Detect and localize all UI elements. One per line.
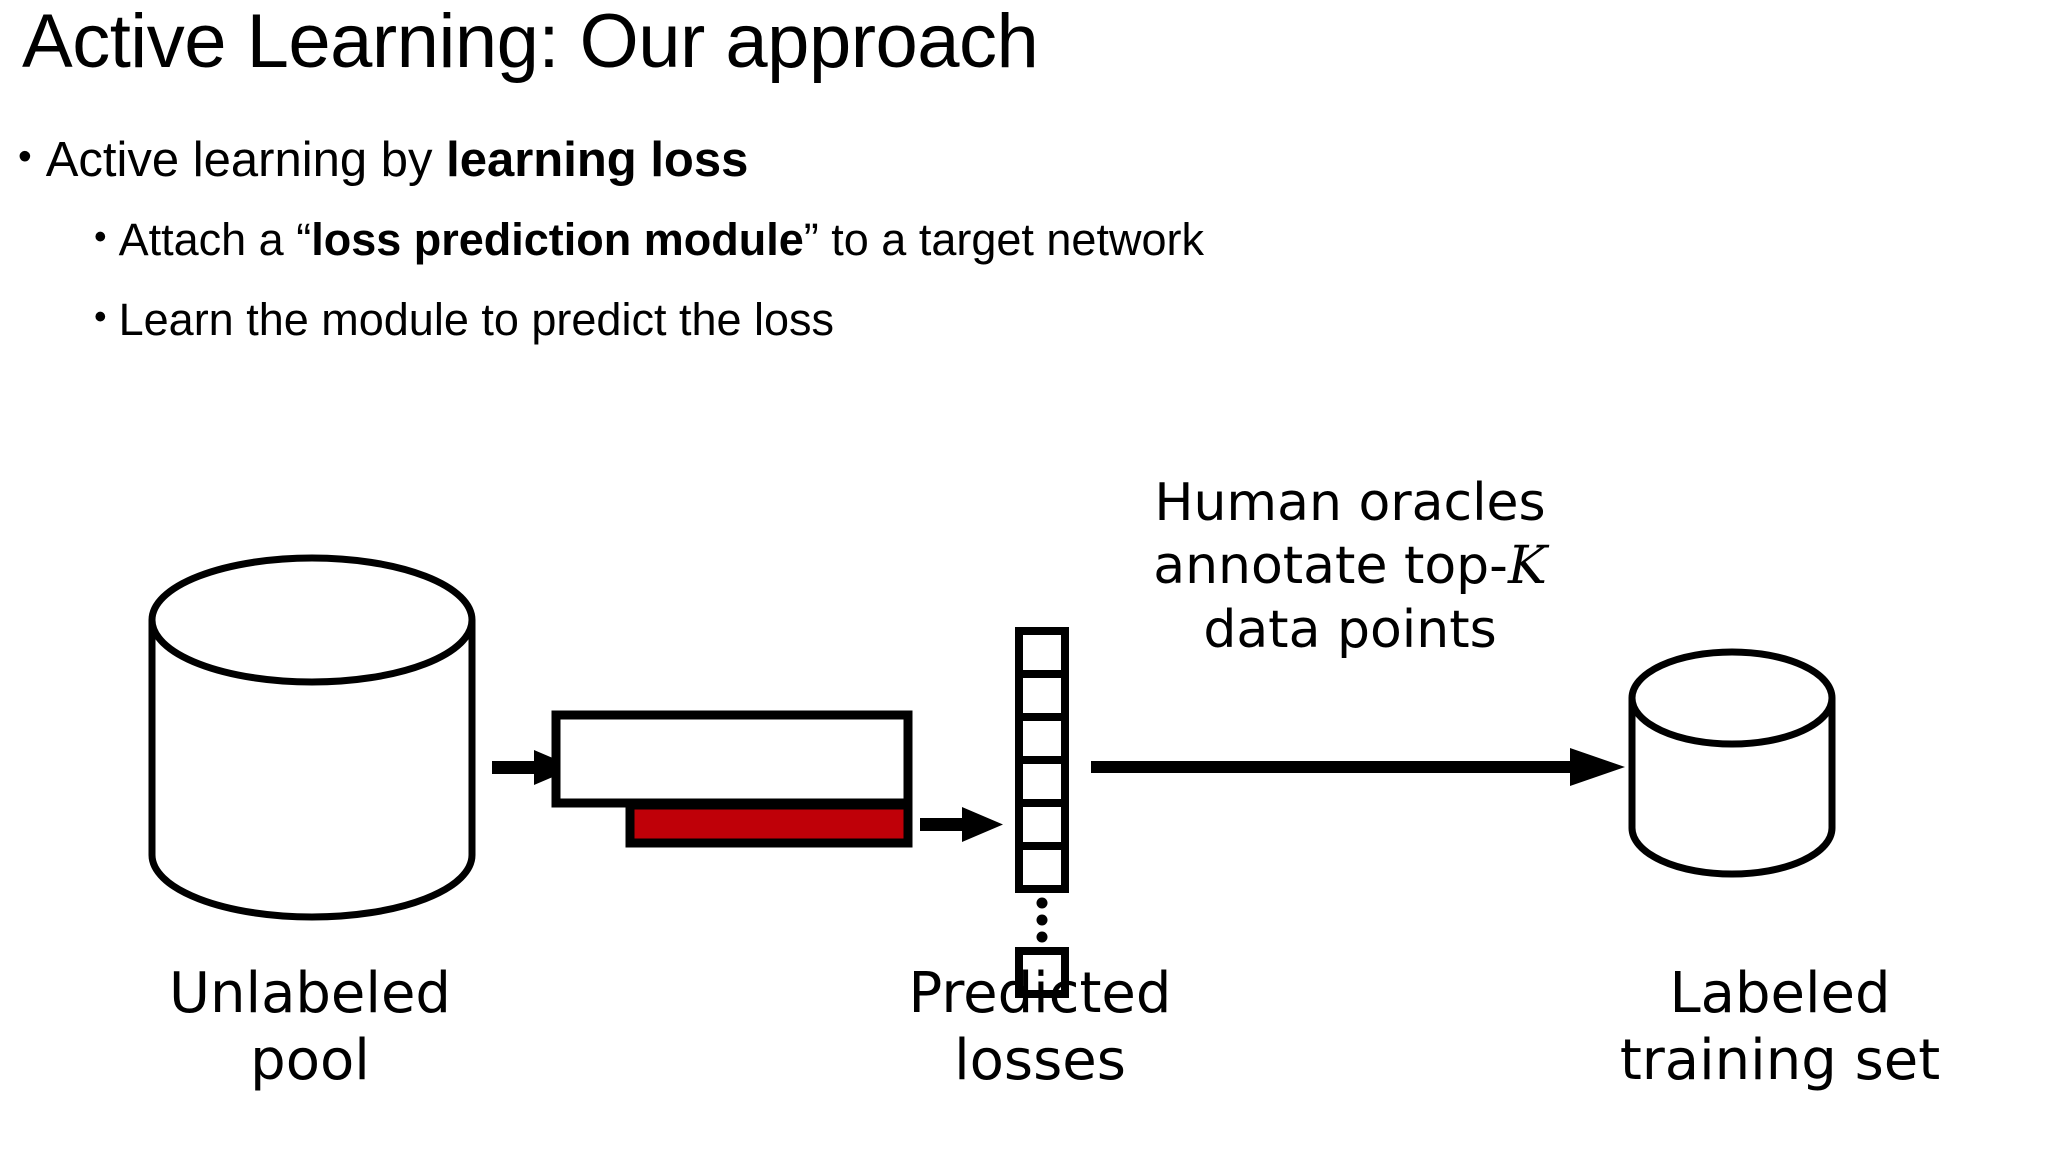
target-network-box — [551, 710, 913, 808]
bullet-text-3: Learn the module to predict the loss — [118, 294, 835, 345]
bullet-marker-icon: • — [18, 134, 32, 178]
bullet-list: • Active learning by learning loss • Att… — [18, 120, 2018, 360]
label-unlabeled-pool: Unlabeled pool — [110, 960, 510, 1094]
oracle-caption-line-2: annotate top-K — [1100, 535, 1600, 598]
label-labeled-training-set: Labeled training set — [1530, 960, 2030, 1094]
oracle-caption-line-3: data points — [1203, 599, 1497, 660]
label-labeled-training-set-line-1: Labeled — [1669, 961, 1891, 1026]
bullet-segment-bold: loss prediction module — [311, 214, 804, 265]
bullet-text-1: Active learning by learning loss — [46, 120, 749, 200]
label-unlabeled-pool-line-2: pool — [250, 1028, 370, 1094]
page-title: Active Learning: Our approach — [22, 0, 1039, 84]
oracle-caption-prefix: annotate top- — [1153, 536, 1508, 597]
bullet-segment: Attach a “ — [118, 214, 312, 265]
loss-square — [1015, 756, 1069, 807]
arrow-pool-to-network — [492, 750, 575, 785]
labeled-training-set-cylinder — [1628, 648, 1836, 878]
bullet-item-2: • Attach a “loss prediction module” to a… — [18, 200, 2018, 280]
bullet-item-1: • Active learning by learning loss — [18, 120, 2018, 200]
label-unlabeled-pool-line-1: Unlabeled — [169, 961, 451, 1026]
arrow-losses-to-labeled-set — [1091, 748, 1625, 786]
label-predicted-losses-line-1: Predicted — [908, 961, 1172, 1026]
loss-square — [1015, 670, 1069, 721]
vertical-ellipsis-icon — [1036, 897, 1048, 943]
label-predicted-losses-line-2: losses — [954, 1028, 1126, 1094]
oracle-caption-k-variable: K — [1507, 536, 1547, 597]
loss-prediction-module-bar — [625, 800, 913, 848]
label-predicted-losses: Predicted losses — [840, 960, 1240, 1094]
bullet-marker-icon: • — [94, 295, 107, 337]
bullet-segment-bold: learning loss — [446, 133, 749, 187]
oracle-annotation-caption: Human oracles annotate top-K data points — [1100, 472, 1600, 662]
unlabeled-pool-cylinder — [148, 554, 476, 921]
label-labeled-training-set-line-2: training set — [1619, 1028, 1941, 1094]
predicted-losses-stack — [1015, 627, 1069, 893]
bullet-segment: ” to a target network — [803, 214, 1204, 265]
loss-square — [1015, 627, 1069, 678]
bullet-segment: Active learning by — [45, 133, 447, 187]
loss-square — [1015, 842, 1069, 893]
loss-square — [1015, 713, 1069, 764]
loss-square — [1015, 799, 1069, 850]
bullet-item-3: • Learn the module to predict the loss — [18, 280, 2018, 360]
bullet-text-2: Attach a “loss prediction module” to a t… — [119, 200, 1204, 280]
arrow-network-to-losses — [920, 807, 1003, 842]
bullet-marker-icon: • — [94, 215, 107, 257]
oracle-caption-line-1: Human oracles — [1154, 473, 1546, 533]
